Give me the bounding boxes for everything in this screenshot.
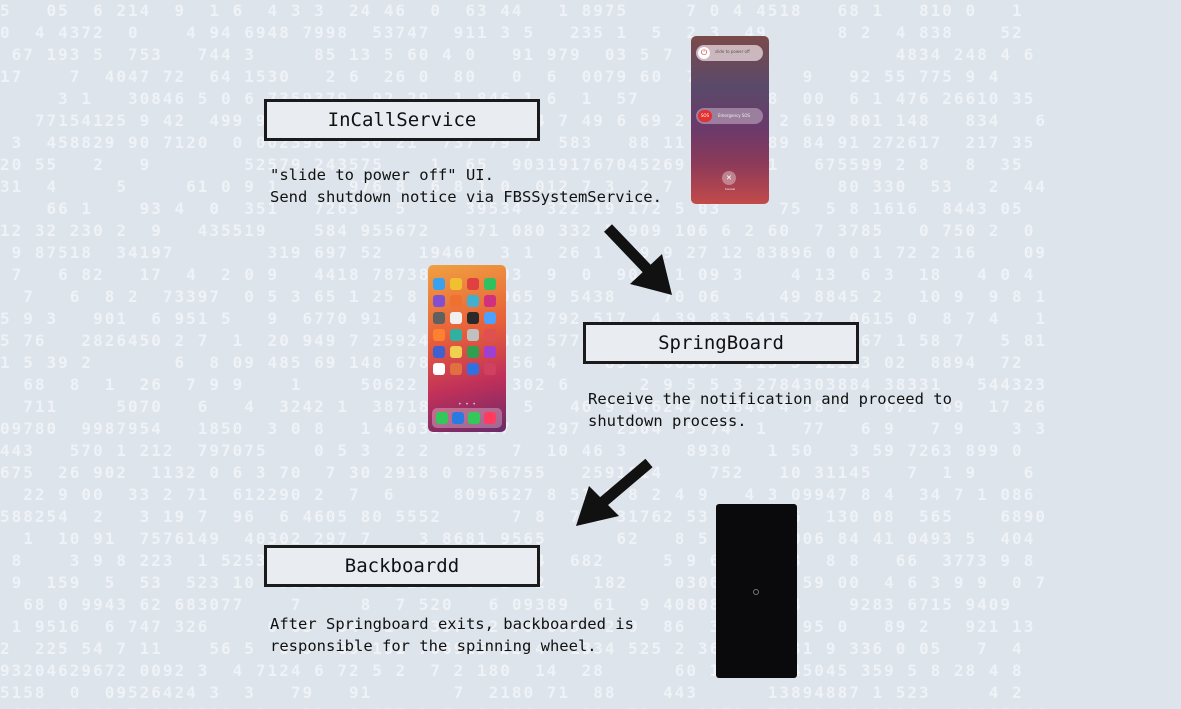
app-icon xyxy=(467,329,479,341)
emergency-sos-label: Emergency SOS xyxy=(718,113,751,118)
page-dots: • • • xyxy=(457,401,477,408)
dock-app-icon xyxy=(436,412,448,424)
dock-app-icon xyxy=(468,412,480,424)
desc-line: After Springboard exits, backboarded is xyxy=(270,615,634,633)
arrow-down-right-icon xyxy=(604,224,672,295)
app-icon xyxy=(467,278,479,290)
dock-app-icon xyxy=(484,412,496,424)
app-icon xyxy=(467,312,479,324)
desc-line: Receive the notification and proceed to xyxy=(588,390,952,408)
power-off-slider-label: slide to power off xyxy=(715,49,750,54)
power-off-slider: ⏻ slide to power off xyxy=(696,45,763,61)
app-icon xyxy=(484,312,496,324)
app-icon xyxy=(433,278,445,290)
app-icon xyxy=(467,295,479,307)
app-icon xyxy=(450,363,462,375)
app-icon xyxy=(450,346,462,358)
phone-home-screen-screenshot: • • • xyxy=(428,265,506,432)
app-icon xyxy=(450,278,462,290)
app-icon xyxy=(433,329,445,341)
app-icon xyxy=(433,346,445,358)
app-icon xyxy=(484,278,496,290)
node-incallservice-title: InCallService xyxy=(327,109,477,131)
app-icon xyxy=(484,346,496,358)
node-springboard-title: SpringBoard xyxy=(658,332,784,354)
node-springboard-description: Receive the notification and proceed to … xyxy=(588,388,952,432)
dock-app-icon xyxy=(452,412,464,424)
sos-badge: SOS xyxy=(698,110,712,122)
app-icon xyxy=(450,312,462,324)
app-icon xyxy=(467,363,479,375)
phone-power-off-screenshot: ⏻ slide to power off SOS Emergency SOS ✕… xyxy=(691,36,769,204)
node-backboardd-title: Backboardd xyxy=(344,555,460,577)
app-icon xyxy=(467,346,479,358)
node-backboardd-box: Backboardd xyxy=(264,545,540,587)
app-icon xyxy=(433,295,445,307)
close-icon: ✕ xyxy=(722,171,736,185)
node-incallservice-description: "slide to power off" UI. Send shutdown n… xyxy=(270,164,662,208)
app-icon xyxy=(484,363,496,375)
arrow-down-left-icon xyxy=(576,458,653,526)
cancel-label: Cancel xyxy=(724,187,736,191)
app-icon xyxy=(433,363,445,375)
desc-line: "slide to power off" UI. xyxy=(270,166,494,184)
app-icon xyxy=(484,295,496,307)
spinner-icon xyxy=(753,589,759,595)
node-backboardd-description: After Springboard exits, backboarded is … xyxy=(270,613,634,657)
phone-shutdown-screen xyxy=(716,504,797,678)
app-icon xyxy=(484,329,496,341)
app-icon xyxy=(450,295,462,307)
status-bar xyxy=(695,38,765,42)
dock xyxy=(432,408,502,428)
app-icon xyxy=(433,312,445,324)
desc-line: Send shutdown notice via FBSSystemServic… xyxy=(270,188,662,206)
emergency-sos-slider: SOS Emergency SOS xyxy=(696,108,763,124)
power-icon: ⏻ xyxy=(698,47,710,59)
node-springboard-box: SpringBoard xyxy=(583,322,859,364)
node-incallservice-box: InCallService xyxy=(264,99,540,141)
desc-line: shutdown process. xyxy=(588,412,747,430)
desc-line: responsible for the spinning wheel. xyxy=(270,637,597,655)
app-icon xyxy=(450,329,462,341)
